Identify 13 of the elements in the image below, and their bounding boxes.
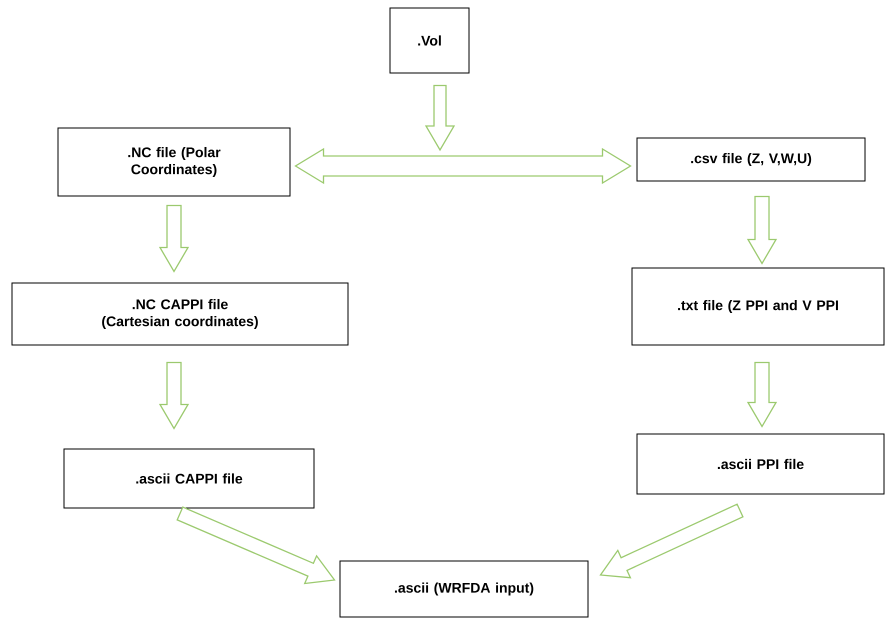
process-box: .NC file (Polar Coordinates) bbox=[58, 128, 290, 196]
process-box: .ascii (WRFDA input) bbox=[340, 560, 588, 618]
block-arrow bbox=[158, 362, 190, 430]
process-box: .txt file (Z PPI and V PPI bbox=[632, 268, 884, 346]
block-arrow bbox=[424, 84, 456, 152]
process-box: .ascii CAPPI file bbox=[64, 448, 314, 508]
process-box: .NC CAPPI file (Cartesian coordinates) bbox=[12, 282, 348, 346]
block-arrow bbox=[746, 362, 778, 428]
process-box: .Vol bbox=[390, 8, 470, 74]
process-box: .ascii PPI file bbox=[636, 434, 884, 494]
process-box: .csv file (Z, V,W,U) bbox=[636, 138, 866, 182]
block-arrow bbox=[158, 204, 190, 273]
block-arrow bbox=[746, 196, 778, 265]
